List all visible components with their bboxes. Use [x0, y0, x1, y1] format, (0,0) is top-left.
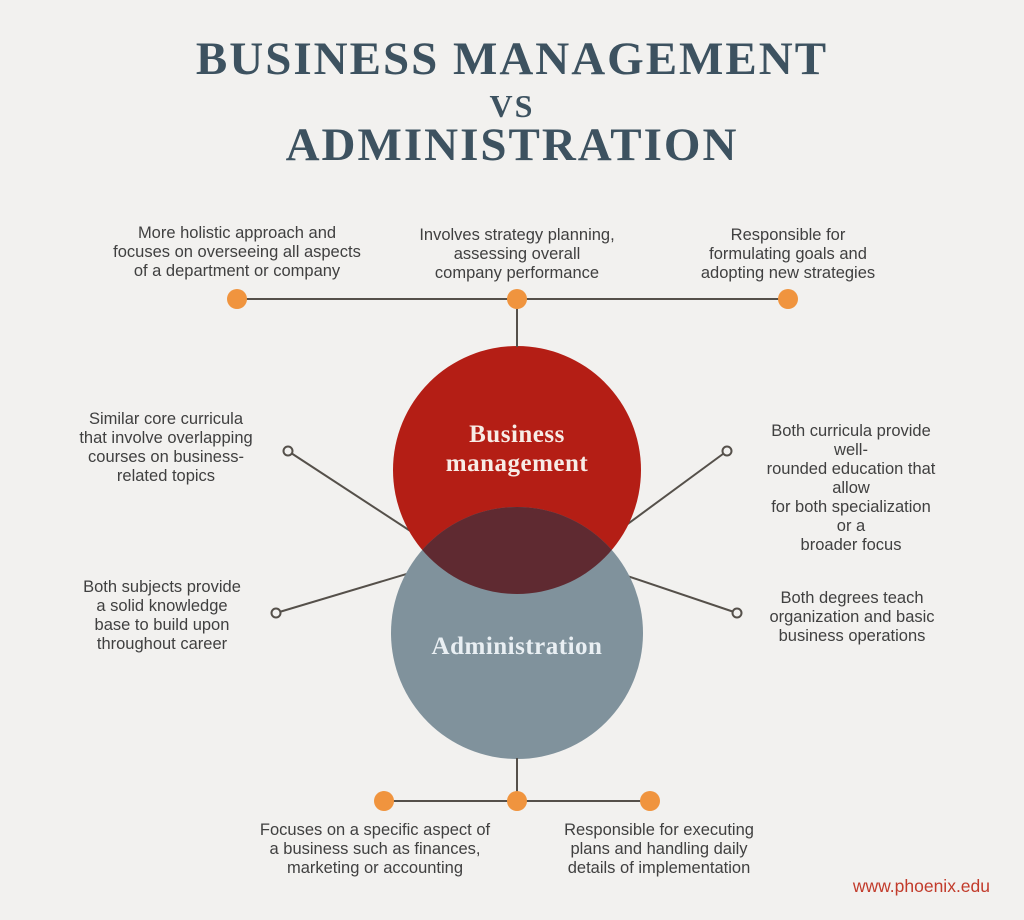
title-line-2: VS [489, 88, 535, 124]
business-management-label: Business management [445, 421, 589, 477]
bottom-center-orange-dot [507, 791, 527, 811]
callout-mid-right-upper: Both curricula provide well- rounded edu… [766, 422, 936, 554]
top-right-orange-dot [778, 289, 798, 309]
venn-overlap-region [393, 507, 641, 594]
callout-top-center: Involves strategy planning, assessing ov… [419, 226, 615, 282]
callout-mid-left-upper: Similar core curricula that involve over… [79, 410, 253, 485]
callout-mid-right-lower: Both degrees teach organization and basi… [769, 589, 935, 645]
title-line-3: ADMINISTRATION [285, 119, 739, 171]
callout-top-left: More holistic approach and focuses on ov… [113, 224, 361, 280]
endpoint-dot-mid-left-lower [270, 607, 282, 619]
callout-mid-left-lower: Both subjects provide a solid knowledge … [83, 578, 241, 653]
top-left-orange-dot [227, 289, 247, 309]
title-line-1: BUSINESS MANAGEMENT [195, 33, 829, 85]
top-center-orange-dot [507, 289, 527, 309]
administration-label: Administration [431, 633, 603, 660]
endpoint-dot-mid-right-lower [731, 607, 743, 619]
endpoint-dot-mid-left-upper [282, 445, 294, 457]
bottom-left-orange-dot [374, 791, 394, 811]
bottom-right-orange-dot [640, 791, 660, 811]
footer-url-link[interactable]: www.phoenix.edu [852, 876, 990, 896]
callout-top-right: Responsible for formulating goals and ad… [700, 226, 876, 282]
endpoint-dot-mid-right-upper [721, 445, 733, 457]
callout-bottom-left: Focuses on a specific aspect of a busine… [259, 821, 491, 877]
callout-bottom-right: Responsible for executing plans and hand… [564, 821, 754, 877]
